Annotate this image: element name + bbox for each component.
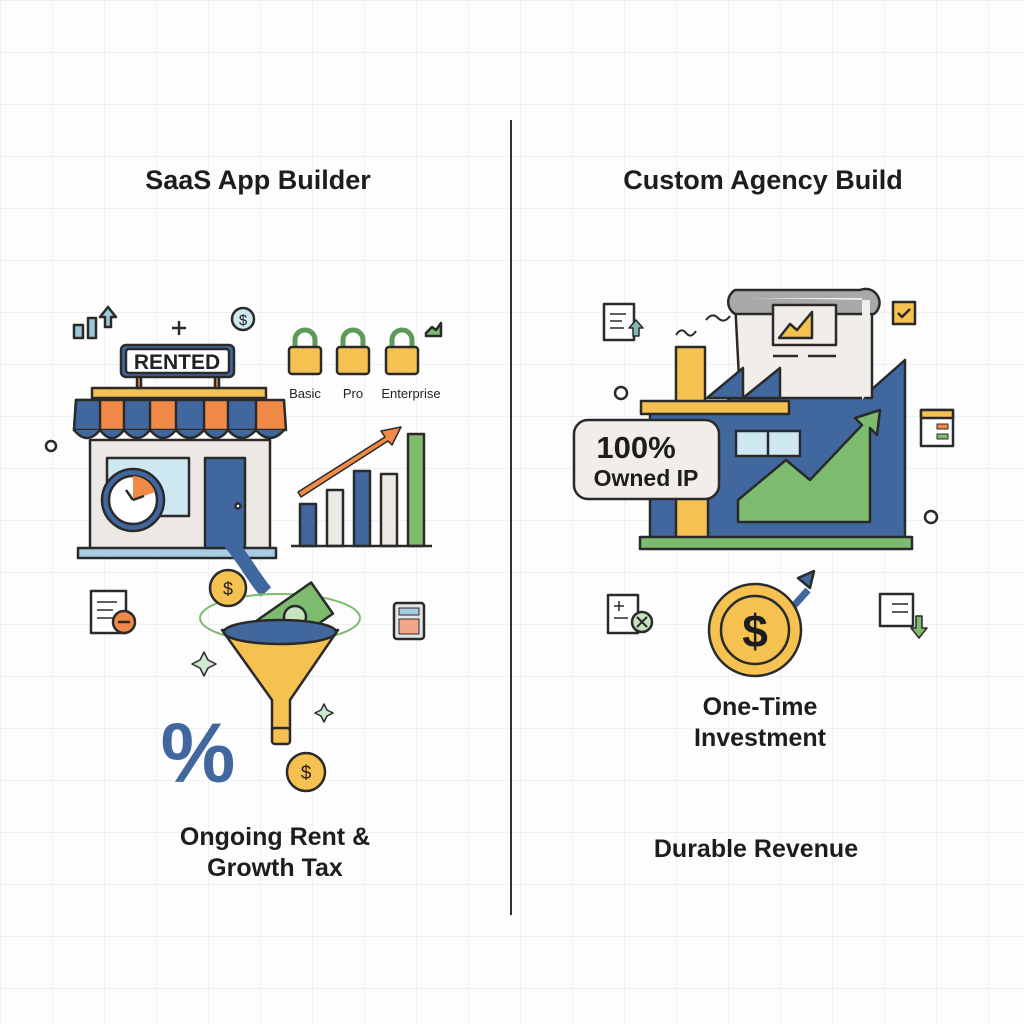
saas-title: SaaS App Builder xyxy=(145,165,371,195)
doc-upload-icon xyxy=(602,302,644,342)
caption-line: Growth Tax xyxy=(207,854,343,883)
tier-label: Basic xyxy=(289,386,321,401)
sparkle-icon xyxy=(191,651,334,723)
agency-caption: One-Time Investment xyxy=(590,692,930,755)
plus-icon xyxy=(172,321,186,335)
svg-text:$: $ xyxy=(301,763,312,784)
tier-label: Pro xyxy=(343,386,363,401)
factory-icon xyxy=(572,287,914,551)
growth-bar-chart xyxy=(291,426,432,548)
caption-line: Investment xyxy=(694,724,826,753)
dollar-growth-icon xyxy=(707,569,816,678)
durable-revenue-label: Durable Revenue xyxy=(653,835,859,863)
svg-text:$: $ xyxy=(223,579,233,599)
center-divider xyxy=(510,120,512,915)
saas-caption: Ongoing Rent & Growth Tax xyxy=(105,822,445,885)
badge-owned-ip: Owned IP xyxy=(594,465,699,491)
svg-text:$: $ xyxy=(742,605,768,657)
percent-icon: % xyxy=(161,706,236,800)
tier-label: Enterprise xyxy=(381,386,440,401)
doc-download-icon xyxy=(878,592,928,639)
bar-up-icon xyxy=(72,305,118,340)
storefront-icon xyxy=(72,343,288,560)
caption-line: Ongoing Rent & xyxy=(179,823,371,851)
checkbox-icon xyxy=(891,300,917,326)
dollar-coin-icon xyxy=(230,306,256,332)
caption-line: One-Time xyxy=(702,693,818,721)
doc-minus-icon xyxy=(89,589,137,635)
rented-sign: RENTED xyxy=(134,351,220,374)
doc-cancel-icon xyxy=(606,593,654,635)
agency-title: Custom Agency Build xyxy=(623,165,903,195)
svg-text:$: $ xyxy=(239,312,248,329)
calendar-icon xyxy=(919,408,955,448)
badge-percent: 100% xyxy=(596,430,675,465)
money-funnel-icon xyxy=(199,535,361,793)
lock-icons xyxy=(287,327,420,376)
calculator-icon xyxy=(392,601,426,641)
